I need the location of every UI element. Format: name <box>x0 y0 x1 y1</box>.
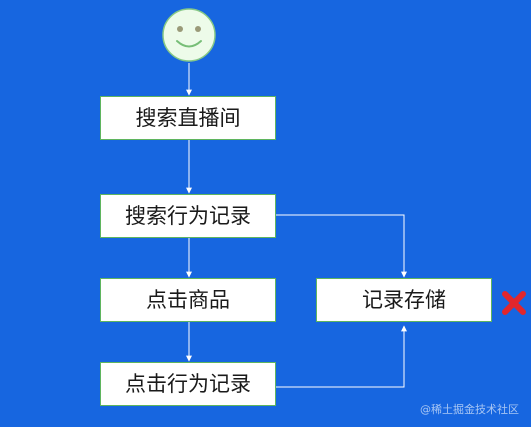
node-click-item: 点击商品 <box>100 278 276 322</box>
node-click-log-label: 点击行为记录 <box>125 371 251 396</box>
node-search-live-label: 搜索直播间 <box>135 105 241 130</box>
node-search-log-label: 搜索行为记录 <box>125 203 251 228</box>
node-search-log: 搜索行为记录 <box>100 194 276 238</box>
watermark: @稀土掘金技术社区 <box>420 403 519 416</box>
smiley-face-icon <box>162 8 216 62</box>
red-x-icon <box>502 291 526 315</box>
node-click-item-label: 点击商品 <box>146 287 230 312</box>
node-search-live: 搜索直播间 <box>100 96 276 140</box>
arrow-search-log-to-store <box>276 214 407 278</box>
node-click-log: 点击行为记录 <box>100 362 276 406</box>
node-store-log: 记录存储 <box>316 278 492 322</box>
arrow-click-log-to-store <box>276 325 407 388</box>
node-store-log-label: 记录存储 <box>362 287 446 312</box>
